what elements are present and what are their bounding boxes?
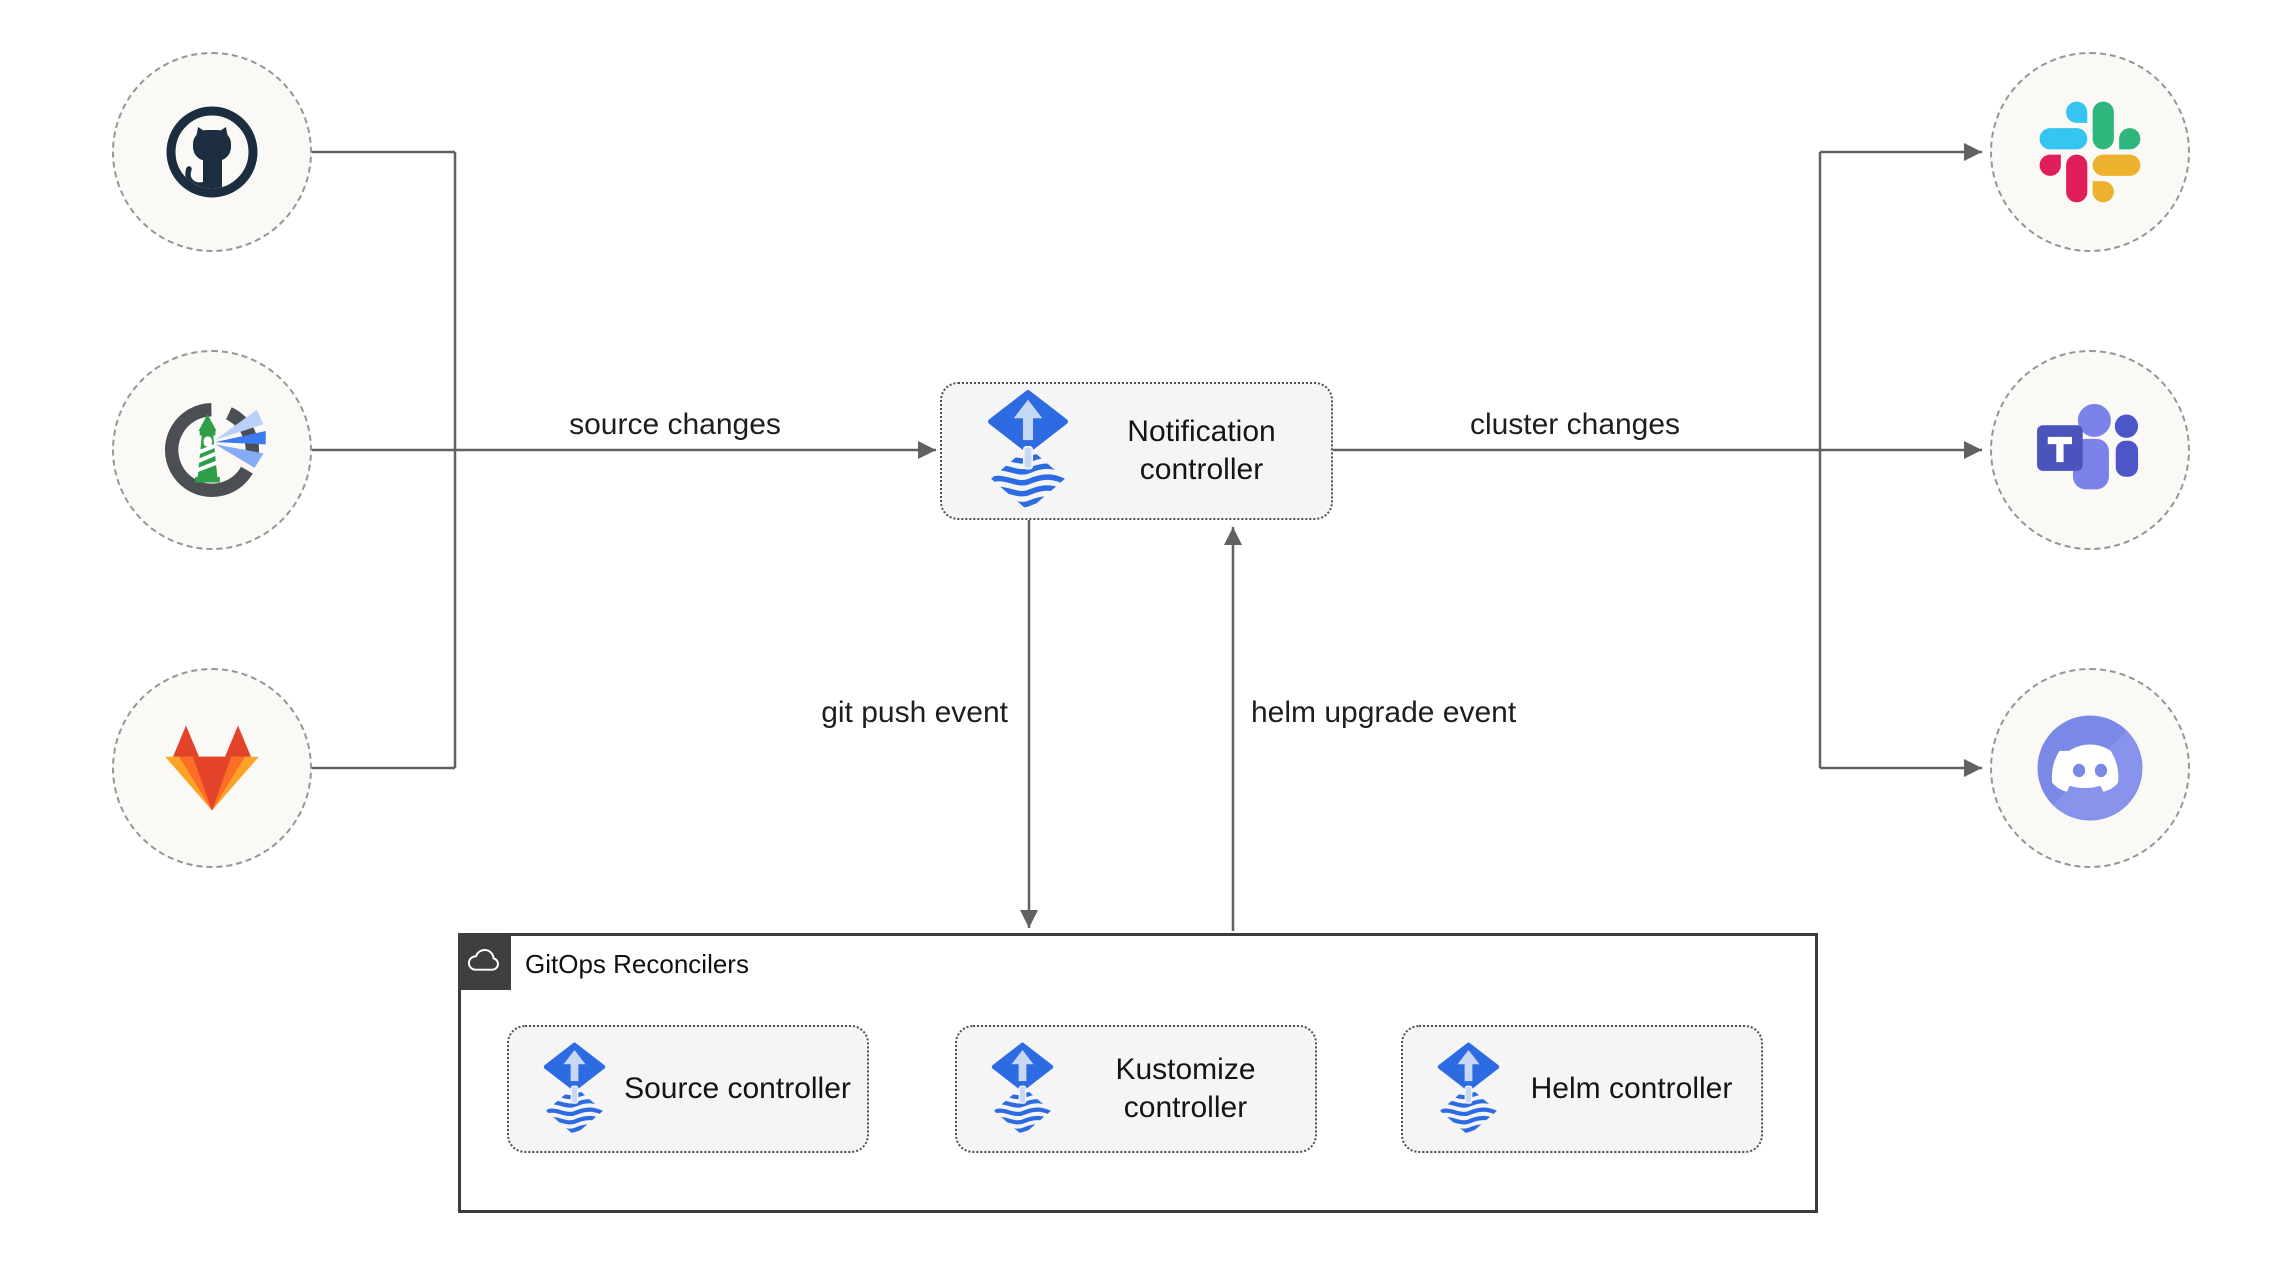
edge-label-source-changes: source changes xyxy=(569,408,781,441)
source-node-harbor xyxy=(112,350,312,550)
edge-label-helm-upgrade-event: helm upgrade event xyxy=(1251,696,1517,729)
container-badge xyxy=(458,933,511,990)
harbor-icon xyxy=(164,402,266,498)
source-node-gitlab xyxy=(112,668,312,868)
target-node-teams xyxy=(1990,350,2190,550)
edge-label-git-push-event: git push event xyxy=(821,696,1008,729)
target-node-discord xyxy=(1990,668,2190,868)
helm-controller-label: Helm controller xyxy=(1530,1072,1733,1105)
notification-controller-label: Notification controller xyxy=(1127,415,1276,486)
gitlab-icon xyxy=(165,725,259,811)
source-controller-label: Source controller xyxy=(624,1072,851,1105)
edge-label-cluster-changes: cluster changes xyxy=(1469,408,1681,441)
github-icon xyxy=(166,106,258,198)
source-node-github xyxy=(112,52,312,252)
slack-icon xyxy=(2039,101,2141,203)
container-title: GitOps Reconcilers xyxy=(525,949,749,979)
source-controller-node: Source controller xyxy=(507,1025,869,1153)
helm-controller-node: Helm controller xyxy=(1401,1025,1763,1153)
discord-icon xyxy=(2037,715,2143,821)
kustomize-controller-label: Kustomize controller xyxy=(1115,1053,1256,1124)
kustomize-controller-node: Kustomize controller xyxy=(955,1025,1317,1153)
flux-icon xyxy=(1435,1041,1502,1138)
teams-icon xyxy=(2037,403,2139,490)
flux-icon xyxy=(989,1041,1056,1138)
flux-icon xyxy=(984,388,1072,514)
notification-controller-node: Notification controller xyxy=(940,382,1333,520)
cloud-icon xyxy=(467,948,499,971)
target-node-slack xyxy=(1990,52,2190,252)
flux-icon xyxy=(541,1041,608,1138)
